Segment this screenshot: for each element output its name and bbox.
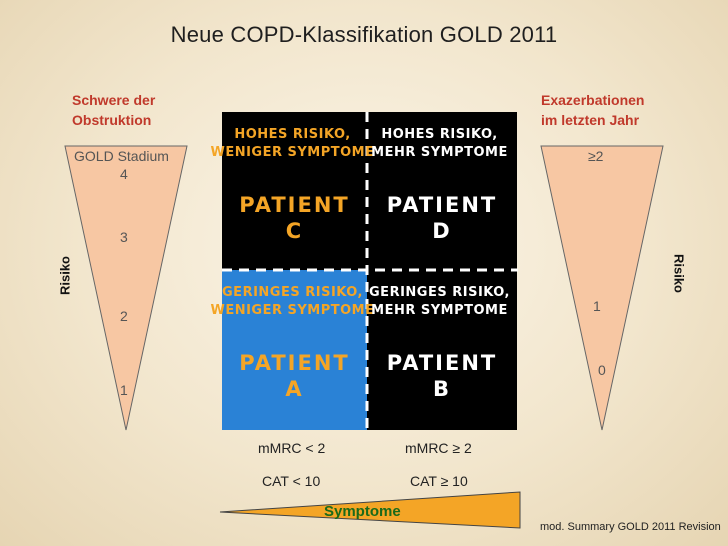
exacerbation-level-1: 1 bbox=[593, 298, 601, 314]
quadrant-d bbox=[367, 112, 517, 270]
quadrant-c-patient-word: Patient bbox=[239, 193, 350, 217]
risk-label-right: Risiko bbox=[671, 253, 687, 293]
quadrant-a-patient-word: Patient bbox=[239, 351, 350, 375]
gold-stage-3: 3 bbox=[120, 229, 128, 245]
quadrant-a-line2: weniger Symptome bbox=[210, 303, 375, 318]
quadrant-a-line1: Geringes Risiko, bbox=[222, 285, 363, 300]
symptom-label: Symptome bbox=[324, 503, 401, 520]
quadrant-c-line2: weniger Symptome bbox=[210, 145, 375, 160]
exacerbation-heading: Exazerbationen im letzten Jahr bbox=[541, 90, 644, 130]
gold-stage-2: 2 bbox=[120, 308, 128, 324]
quadrant-b-line1: Geringes Risiko, bbox=[369, 285, 510, 300]
quadrant-b-line2: mehr Symptome bbox=[371, 303, 508, 318]
symptom-wedge bbox=[219, 491, 521, 529]
quadrant-c-letter: C bbox=[285, 219, 304, 243]
quadrant-c-heading: Hohes Risiko, weniger Symptome bbox=[205, 126, 380, 162]
page-title: Neue COPD-Klassifikation GOLD 2011 bbox=[170, 22, 558, 47]
quadrant-d-patient-word: Patient bbox=[386, 193, 498, 217]
obstruction-severity-triangle bbox=[64, 145, 188, 431]
quadrant-a bbox=[222, 270, 367, 430]
gold-stage-label: GOLD Stadium bbox=[74, 148, 169, 164]
quadrant-d-letter: D bbox=[432, 219, 452, 243]
quadrant-d-heading: Hohes Risiko, mehr Symptome bbox=[352, 126, 527, 162]
quadrant-b-patient: Patient B bbox=[367, 350, 517, 402]
gold-stage-4: 4 bbox=[120, 166, 128, 182]
exacerbation-triangle bbox=[540, 145, 664, 431]
quadrant-a-patient: Patient A bbox=[222, 350, 367, 402]
quadrant-d-line1: Hohes Risiko, bbox=[381, 127, 498, 142]
obstruction-heading-line1: Schwere der bbox=[72, 92, 156, 108]
quadrant-b-heading: Geringes Risiko, mehr Symptome bbox=[352, 284, 527, 320]
cat-high-label: CAT ≥ 10 bbox=[410, 473, 468, 489]
exacerbation-heading-line2: im letzten Jahr bbox=[541, 112, 640, 128]
exacerbation-heading-line1: Exazerbationen bbox=[541, 92, 645, 108]
quadrant-b-letter: B bbox=[432, 377, 451, 401]
quadrant-c bbox=[222, 112, 367, 270]
quadrant-c-patient: Patient C bbox=[222, 192, 367, 244]
exacerbation-level-2plus: ≥2 bbox=[588, 148, 604, 164]
mmrc-low-label: mMRC < 2 bbox=[258, 440, 326, 456]
quadrant-b-patient-word: Patient bbox=[386, 351, 498, 375]
mmrc-high-label: mMRC ≥ 2 bbox=[405, 440, 472, 456]
gold-stage-1: 1 bbox=[120, 382, 128, 398]
quadrant-a-letter: A bbox=[285, 377, 304, 401]
quadrant-d-line2: mehr Symptome bbox=[371, 145, 508, 160]
quadrant-c-line1: Hohes Risiko, bbox=[234, 127, 351, 142]
quadrant-b bbox=[367, 270, 517, 430]
risk-label-left: Risiko bbox=[57, 256, 73, 296]
exacerbation-level-0: 0 bbox=[598, 362, 606, 378]
quadrant-a-heading: Geringes Risiko, weniger Symptome bbox=[205, 284, 380, 320]
quadrant-d-patient: Patient D bbox=[367, 192, 517, 244]
cat-low-label: CAT < 10 bbox=[262, 473, 321, 489]
quadrant-dividers bbox=[222, 112, 518, 430]
obstruction-heading: Schwere der Obstruktion bbox=[72, 90, 155, 130]
source-note: mod. Summary GOLD 2011 Revision bbox=[540, 521, 721, 533]
obstruction-heading-line2: Obstruktion bbox=[72, 112, 152, 128]
